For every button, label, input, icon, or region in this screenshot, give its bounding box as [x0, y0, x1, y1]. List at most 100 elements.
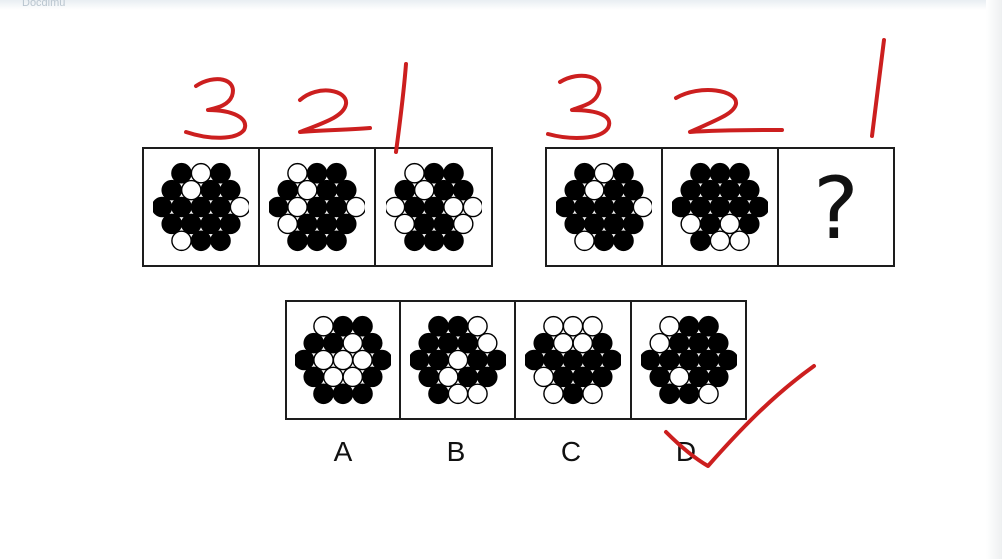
black-dot — [306, 230, 328, 252]
black-dot — [583, 213, 605, 235]
black-dot — [613, 196, 634, 218]
black-dot — [640, 349, 660, 371]
black-dot — [393, 179, 415, 201]
black-dot — [613, 162, 634, 184]
option-a-panel[interactable] — [285, 300, 401, 420]
option-a-label[interactable]: A — [333, 436, 353, 467]
white-dot — [180, 179, 202, 201]
white-dot — [582, 383, 603, 405]
black-dot — [180, 213, 202, 235]
black-dot — [413, 213, 435, 235]
black-dot — [709, 196, 731, 218]
black-dot — [417, 366, 439, 388]
black-dot — [690, 196, 711, 218]
black-dot — [190, 230, 212, 252]
white-dot — [466, 315, 488, 337]
white-dot — [583, 179, 605, 201]
black-dot — [210, 162, 231, 184]
question-2-panel-unknown[interactable]: ? — [779, 147, 895, 267]
white-dot — [648, 332, 670, 354]
black-dot — [452, 179, 474, 201]
black-dot — [466, 349, 488, 371]
black-dot — [447, 315, 468, 337]
white-dot — [296, 179, 318, 201]
hexagon-dot-pattern — [295, 315, 391, 405]
handwritten-digit-1 — [870, 38, 886, 138]
black-dot — [423, 162, 444, 184]
black-dot — [525, 349, 545, 371]
option-b-panel[interactable] — [401, 300, 516, 420]
option-c-label[interactable]: C — [560, 436, 582, 467]
option-d-panel[interactable] — [632, 300, 747, 420]
option-d-label[interactable]: D — [675, 436, 697, 467]
black-dot — [564, 179, 586, 201]
white-dot — [313, 349, 334, 371]
black-dot — [423, 196, 444, 218]
black-dot — [277, 179, 299, 201]
black-dot — [593, 196, 615, 218]
white-dot — [393, 213, 415, 235]
black-dot — [709, 162, 731, 184]
black-dot — [326, 162, 347, 184]
black-dot — [582, 349, 603, 371]
option-b-label[interactable]: B — [446, 436, 466, 467]
black-dot — [153, 196, 173, 218]
black-dot — [352, 315, 373, 337]
white-dot — [190, 162, 212, 184]
white-dot — [533, 366, 555, 388]
handwritten-digit-2 — [674, 88, 784, 134]
black-dot — [476, 366, 498, 388]
hexagon-dot-pattern — [409, 315, 506, 405]
black-dot — [456, 366, 478, 388]
black-dot — [219, 179, 241, 201]
black-dot — [306, 196, 328, 218]
black-dot — [417, 332, 439, 354]
white-dot — [552, 332, 574, 354]
black-dot — [668, 332, 690, 354]
handwritten-digit-3 — [546, 73, 612, 140]
faint-header-text: Docdimu — [22, 0, 66, 9]
black-dot — [269, 196, 289, 218]
white-dot — [442, 196, 464, 218]
black-dot — [672, 196, 692, 218]
white-dot — [562, 315, 584, 337]
white-dot — [729, 230, 750, 252]
black-dot — [427, 315, 449, 337]
black-dot — [296, 213, 318, 235]
black-dot — [690, 162, 711, 184]
black-dot — [574, 162, 595, 184]
black-dot — [622, 179, 644, 201]
handwritten-digit-2 — [298, 88, 372, 134]
black-dot — [687, 366, 709, 388]
hexagon-dot-pattern — [385, 162, 482, 252]
white-dot — [322, 366, 344, 388]
black-dot — [707, 332, 729, 354]
black-dot — [335, 213, 357, 235]
black-dot — [200, 213, 222, 235]
black-dot — [697, 315, 719, 337]
white-dot — [462, 196, 482, 218]
black-dot — [437, 332, 459, 354]
black-dot — [295, 349, 315, 371]
black-dot — [601, 349, 621, 371]
white-dot — [352, 349, 373, 371]
black-dot — [303, 332, 325, 354]
black-dot — [543, 349, 564, 371]
black-dot — [738, 179, 760, 201]
black-dot — [326, 196, 347, 218]
question-row-1 — [142, 147, 493, 267]
option-c-panel[interactable] — [516, 300, 632, 420]
black-dot — [533, 332, 555, 354]
question-mark: ? — [813, 159, 859, 259]
black-dot — [456, 332, 478, 354]
black-dot — [442, 230, 464, 252]
white-dot — [447, 383, 468, 405]
white-dot — [543, 315, 564, 337]
hexagon-dot-pattern — [525, 315, 621, 405]
white-dot — [229, 196, 249, 218]
black-dot — [622, 213, 644, 235]
black-dot — [562, 383, 584, 405]
black-dot — [738, 213, 760, 235]
black-dot — [322, 332, 344, 354]
